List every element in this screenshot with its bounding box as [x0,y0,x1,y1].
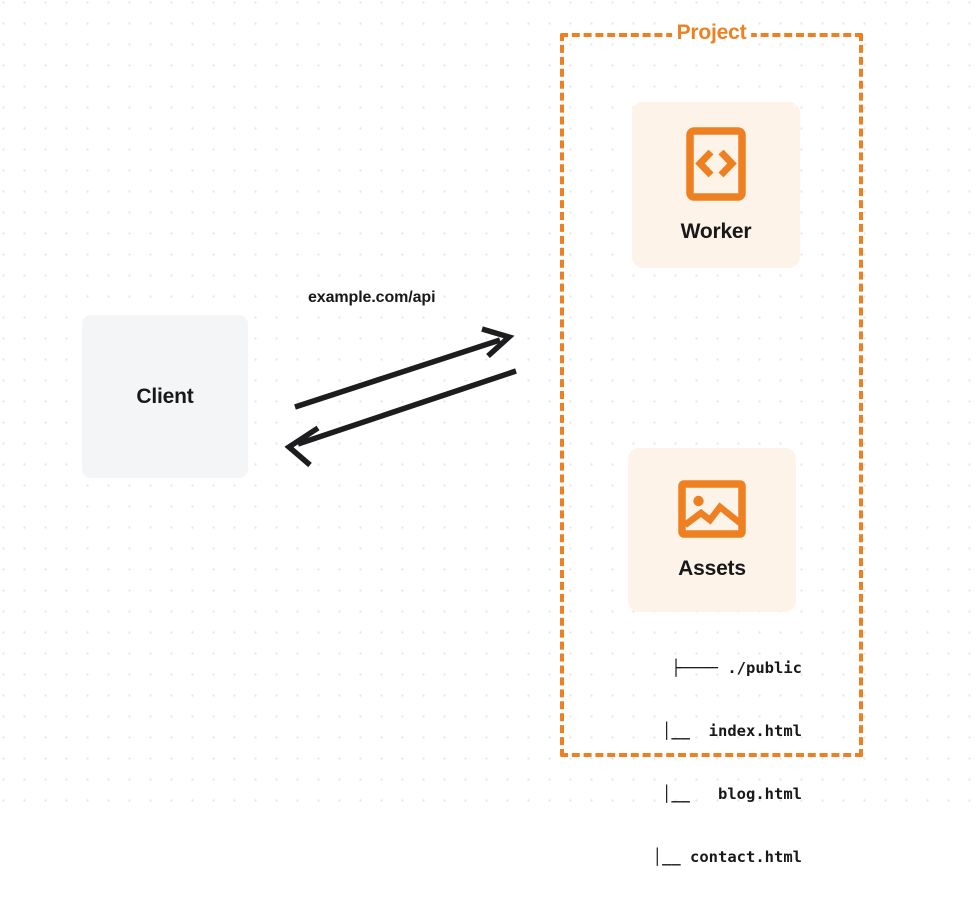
file-tree-row: │__ index.html [624,722,802,740]
assets-file-tree: ├──── ./public │__ index.html │__ blog.h… [602,616,802,910]
worker-node-label: Worker [680,219,752,243]
code-brackets-icon [686,126,746,206]
worker-node[interactable]: Worker [632,102,800,268]
client-node-label: Client [136,384,194,408]
file-tree-row: ├──── ./public [671,659,802,677]
response-arrow [284,368,517,468]
connection-label: example.com/api [308,289,436,306]
diagram-canvas: Client example.com/api Project Worker [0,0,980,866]
file-tree-row: │__ blog.html [624,785,802,803]
image-icon [678,479,746,543]
request-arrow [294,326,515,410]
project-container: Project [560,21,863,757]
assets-node-label: Assets [678,556,746,580]
assets-node[interactable]: Assets [628,448,796,612]
client-node[interactable]: Client [82,315,248,478]
project-title: Project [671,21,752,45]
file-tree-row: │__ contact.html [615,848,802,866]
